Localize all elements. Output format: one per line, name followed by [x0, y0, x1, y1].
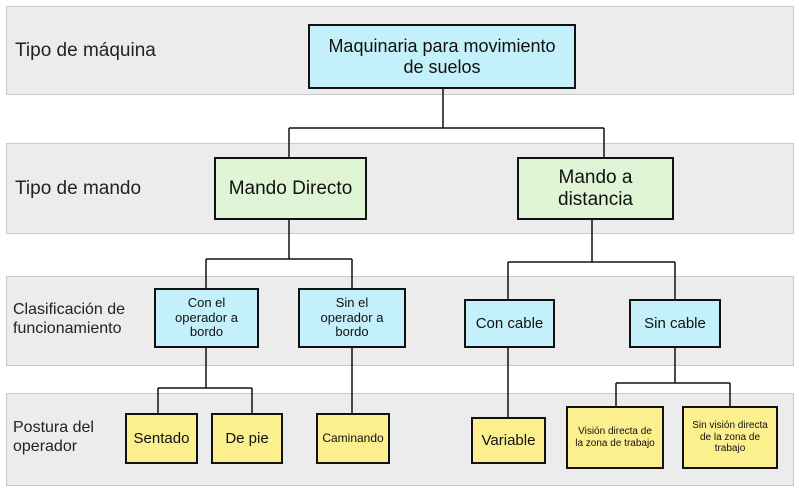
- node-mando-directo: Mando Directo: [214, 157, 367, 220]
- label-classification: Clasificación de funcionamiento: [13, 300, 125, 338]
- node-vision-directa: Visión directa de la zona de trabajo: [566, 406, 664, 469]
- label-machine-type: Tipo de máquina: [15, 40, 156, 61]
- node-sin-vision-directa: Sin visión directa de la zona de trabajo: [682, 406, 778, 469]
- node-con-cable: Con cable: [464, 299, 555, 348]
- label-classification-line1: Clasificación de: [13, 301, 126, 318]
- label-classification-line2: funcionamiento: [13, 320, 122, 338]
- label-posture: Postura del operador: [13, 418, 94, 456]
- node-sentado: Sentado: [125, 413, 198, 464]
- node-sin-operador-a-bordo: Sin el operador a bordo: [298, 288, 406, 348]
- node-root: Maquinaria para movimiento de suelos: [308, 24, 576, 89]
- node-caminando: Caminando: [316, 413, 390, 464]
- node-sin-cable: Sin cable: [629, 299, 721, 348]
- node-variable: Variable: [471, 417, 546, 464]
- node-con-operador-a-bordo: Con el operador a bordo: [154, 288, 259, 348]
- label-control-type: Tipo de mando: [15, 178, 142, 199]
- node-mando-a-distancia: Mando a distancia: [517, 157, 674, 220]
- label-posture-line1: Postura del: [13, 419, 94, 436]
- node-de-pie: De pie: [211, 413, 283, 464]
- label-posture-line2: operador: [13, 438, 78, 456]
